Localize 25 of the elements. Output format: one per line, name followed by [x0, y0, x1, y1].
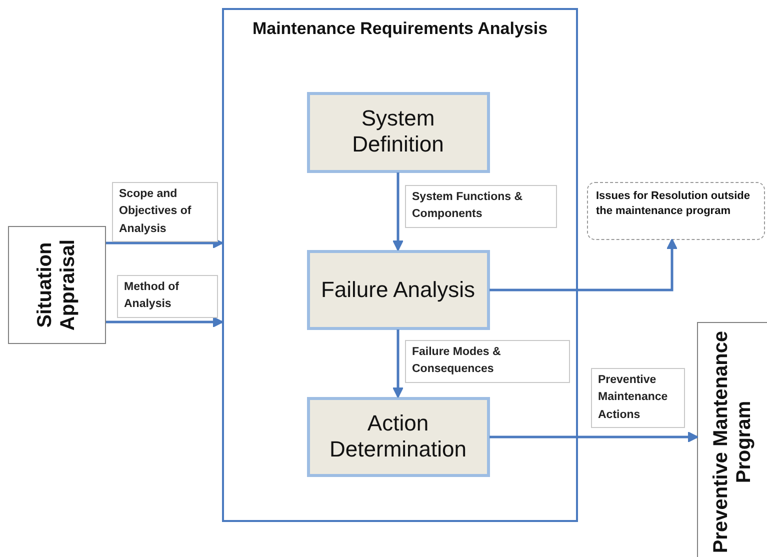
arrow [392, 172, 404, 251]
arrow [392, 330, 404, 398]
edge-label: System Functions & Components [405, 185, 557, 228]
arrow [106, 316, 224, 328]
edge-label: Method of Analysis [117, 275, 218, 318]
group-title: Maintenance Requirements Analysis [251, 18, 549, 40]
group-box [222, 8, 578, 522]
process-box [306, 92, 490, 172]
node-label: Situation Appraisal [34, 238, 80, 333]
node-label: Failure Analysis [320, 276, 476, 303]
node-label: Issues for Resolution outside the maintenance program [596, 189, 752, 219]
arrow [490, 238, 678, 292]
note-box [587, 182, 765, 240]
arrow [490, 432, 698, 442]
node-label: Preventive Mantenance Program [710, 330, 756, 555]
edge-label: Failure Modes & Consequences [405, 340, 570, 382]
arrow [106, 238, 224, 248]
process-box [306, 250, 490, 330]
node-label: System Definition [351, 106, 445, 158]
process-box [8, 226, 106, 344]
process-box [306, 396, 490, 476]
node-label: Action Determination [328, 410, 468, 463]
edge-label: Scope and Objectives of Analysis [112, 182, 218, 242]
edge-label: Preventive Maintenance Actions [591, 368, 685, 428]
process-box [697, 322, 767, 557]
